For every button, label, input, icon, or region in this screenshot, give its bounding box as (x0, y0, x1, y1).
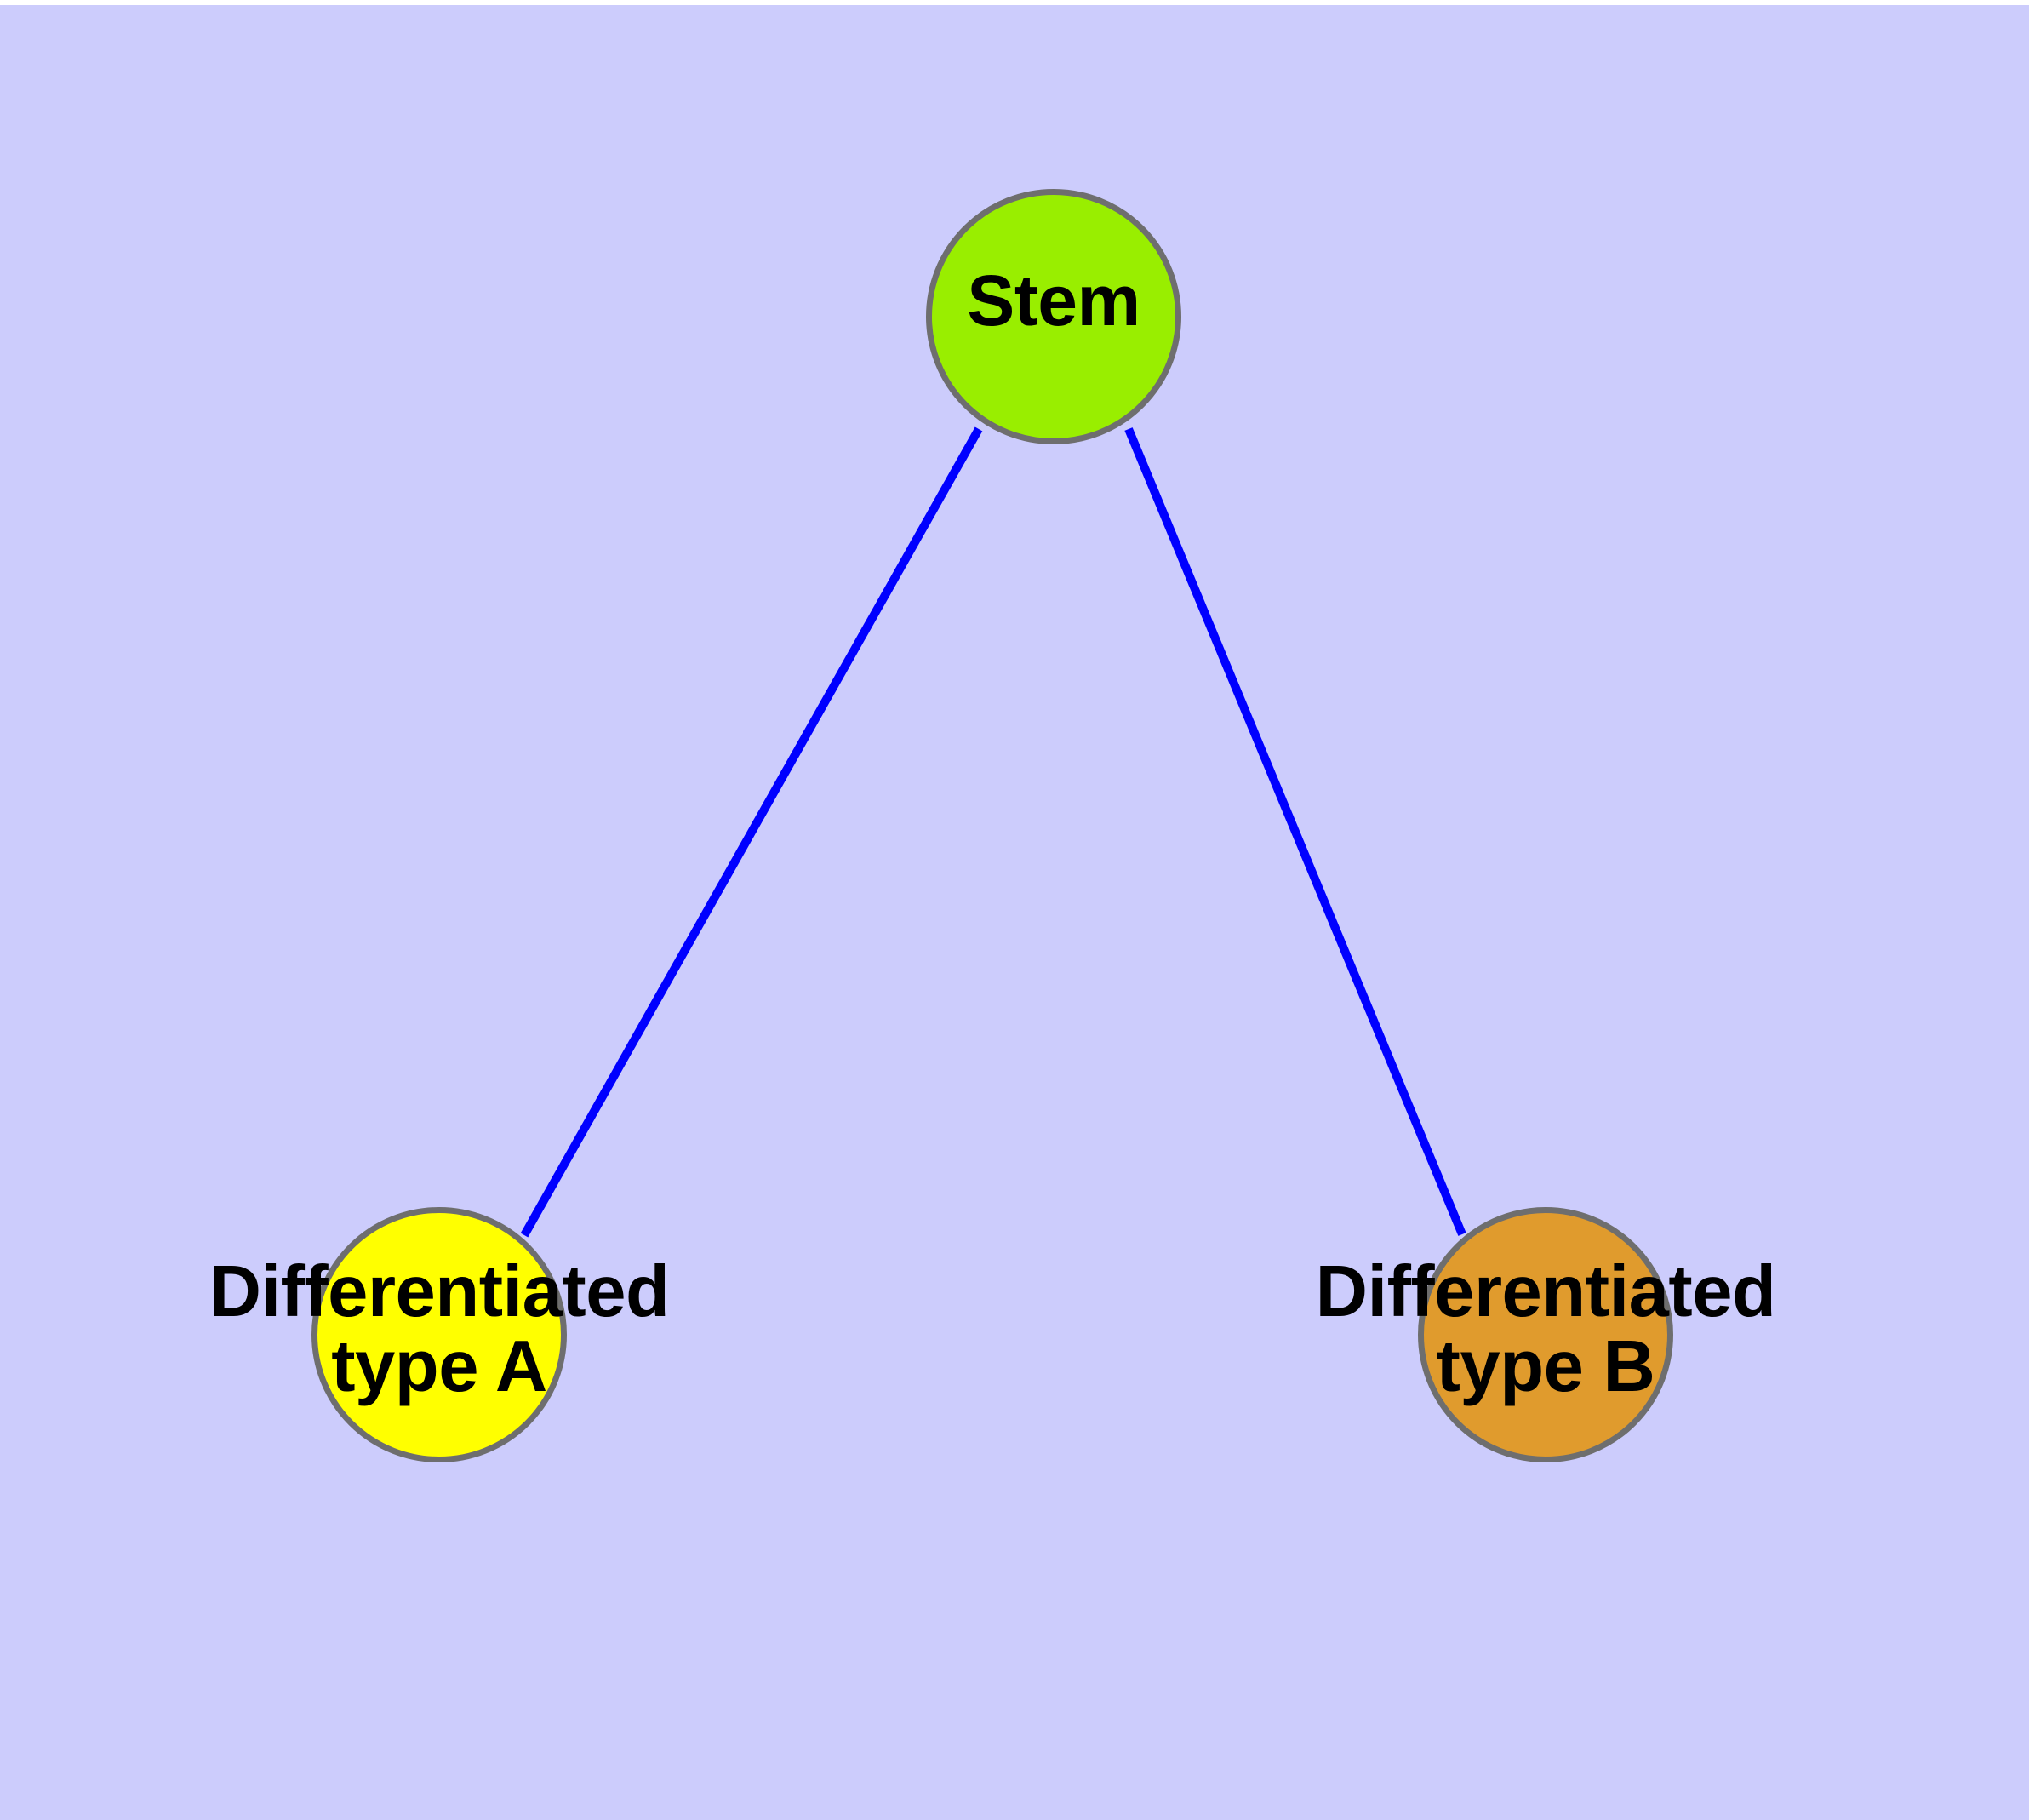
node-differentiated-type-a[interactable] (311, 1207, 567, 1462)
node-label-differentiated-type-b-line-1: Differentiated (1315, 1251, 1776, 1332)
node-label-differentiated-type-a-line-1: Differentiated (209, 1251, 670, 1332)
edge-stem-to-differentiated-type-a (520, 426, 983, 1238)
node-label-differentiated-type-b-line-2: type B (1436, 1326, 1655, 1408)
node-label-differentiated-type-a: Differentiated type A (99, 1251, 780, 1408)
node-label-stem: Stem (798, 260, 1309, 341)
node-differentiated-type-b[interactable] (1418, 1207, 1673, 1462)
node-stem[interactable] (926, 189, 1181, 444)
node-label-differentiated-type-b: Differentiated type B (1205, 1251, 1886, 1408)
node-label-differentiated-type-a-line-2: type A (331, 1326, 547, 1408)
edge-stem-to-differentiated-type-b (1124, 427, 1466, 1236)
node-label-stem-line-1: Stem (967, 260, 1140, 341)
